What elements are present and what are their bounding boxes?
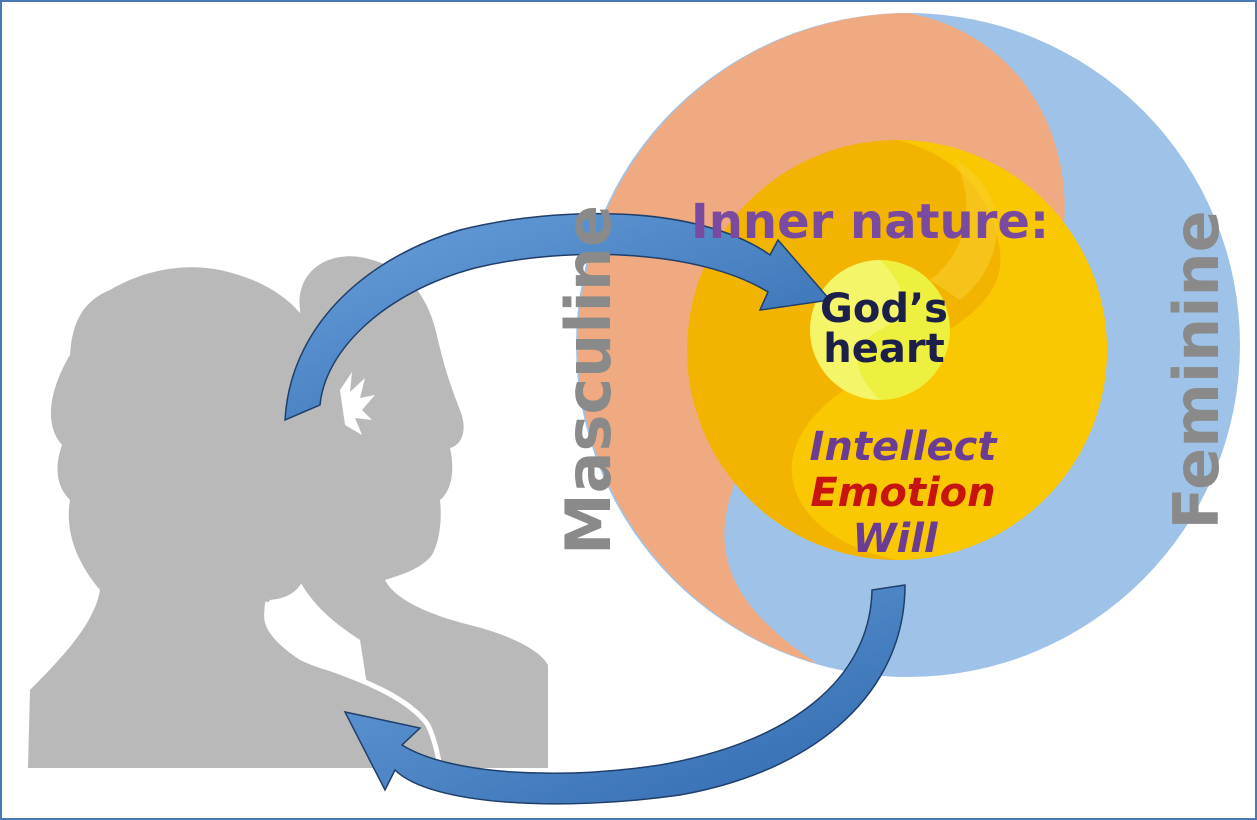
- inner-nature-title: Inner nature:: [691, 194, 1049, 250]
- curved-arrow-top-icon: [284, 212, 832, 422]
- faculty-intellect-label: Intellect: [810, 424, 999, 470]
- core-light-swirl: [810, 260, 903, 400]
- inner-gold-swirl: [791, 140, 1107, 560]
- masculine-label: Masculine: [552, 205, 625, 555]
- silhouette-divider: [264, 601, 443, 769]
- faculty-will-label: Will: [852, 516, 939, 562]
- feminine-label: Feminine: [1160, 210, 1233, 529]
- faculty-emotion-label: Emotion: [810, 470, 995, 516]
- curved-arrow-bottom-icon: [343, 584, 906, 805]
- head-silhouette-front-icon: [28, 267, 442, 768]
- core-label-line2: heart: [823, 326, 944, 372]
- core-circle: [810, 260, 950, 400]
- head-silhouette-back-icon: [290, 256, 548, 768]
- hair-flame-accent: [340, 372, 375, 435]
- inner-light-swirl: [930, 160, 997, 300]
- core-label-line1: God’s: [820, 286, 948, 332]
